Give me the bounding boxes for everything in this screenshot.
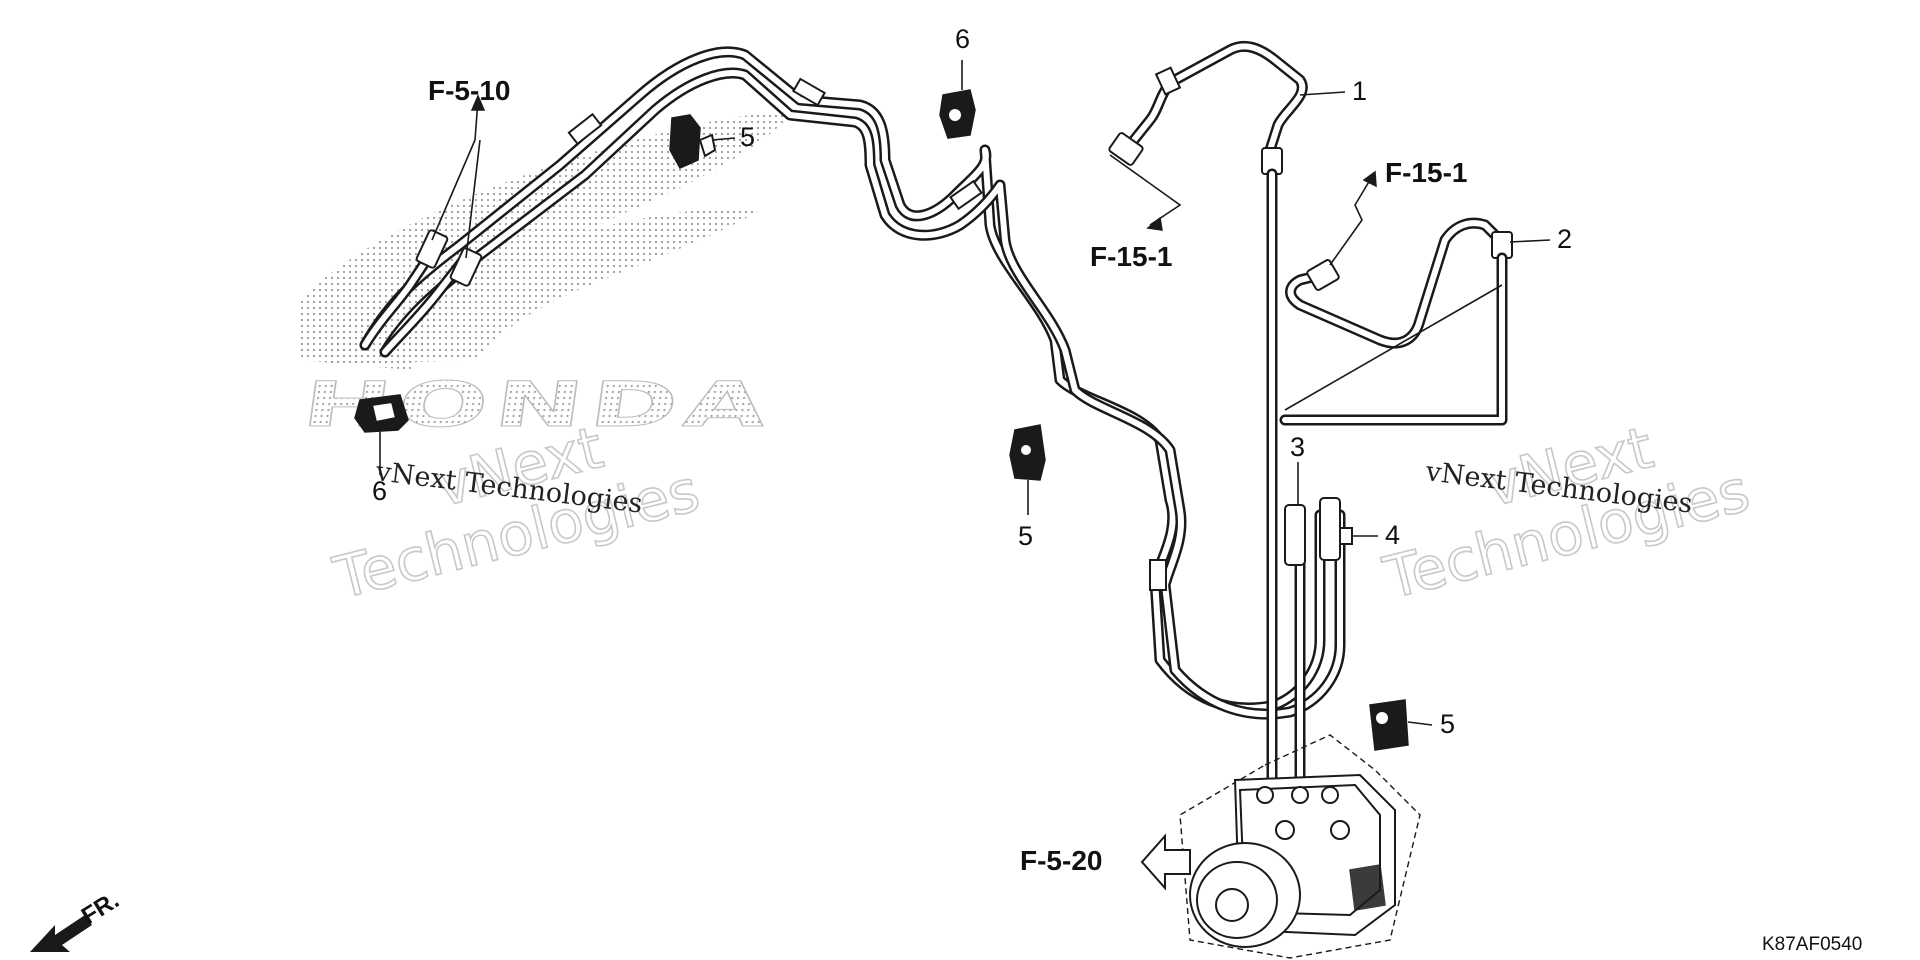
figure-references: F-5-10 F-15-1 F-15-1 F-5-20: [428, 75, 1467, 891]
front-arrow-icon: [30, 915, 92, 952]
front-direction-arrow: FR.: [30, 887, 124, 952]
leader-lines: [379, 60, 1551, 726]
brake-pipe-main: [359, 46, 1346, 720]
callout-1: 1: [1352, 76, 1367, 106]
callout-5-right: 5: [1440, 709, 1455, 739]
left-pipe-fittings: [415, 94, 486, 287]
ref-f-15-1-left: F-15-1: [1090, 241, 1172, 272]
callout-4: 4: [1385, 520, 1400, 550]
abs-modulator-unit: [1179, 734, 1421, 959]
clamp-6-top: [939, 89, 976, 139]
diagram-code: K87AF0540: [1762, 934, 1862, 955]
callout-6-top: 6: [955, 24, 970, 54]
vertical-pipes: [1266, 168, 1508, 826]
callout-5-middle: 5: [1018, 521, 1033, 551]
brake-pipe-2: [1285, 217, 1513, 349]
callout-2: 2: [1557, 224, 1572, 254]
callout-6-left: 6: [372, 476, 387, 506]
callouts: 1 2 3 4 5 5 5 5 6 6: [372, 24, 1572, 739]
callout-5-top: 5: [740, 122, 755, 152]
clamp-5-top: [669, 114, 717, 169]
clamp-6-left: [354, 394, 409, 433]
brake-pipe-1: [1108, 40, 1308, 175]
joint-fittings: [1284, 497, 1353, 566]
ref-f-5-20-arrow-icon: [1140, 833, 1191, 891]
ref-f-5-20: F-5-20: [1020, 845, 1102, 876]
clamp-5-middle: [1009, 424, 1046, 481]
clamp-5-right: [1369, 699, 1409, 751]
ref-f-15-1-right: F-15-1: [1385, 157, 1467, 188]
ref-f-5-10: F-5-10: [428, 75, 510, 106]
callout-3: 3: [1290, 432, 1305, 462]
